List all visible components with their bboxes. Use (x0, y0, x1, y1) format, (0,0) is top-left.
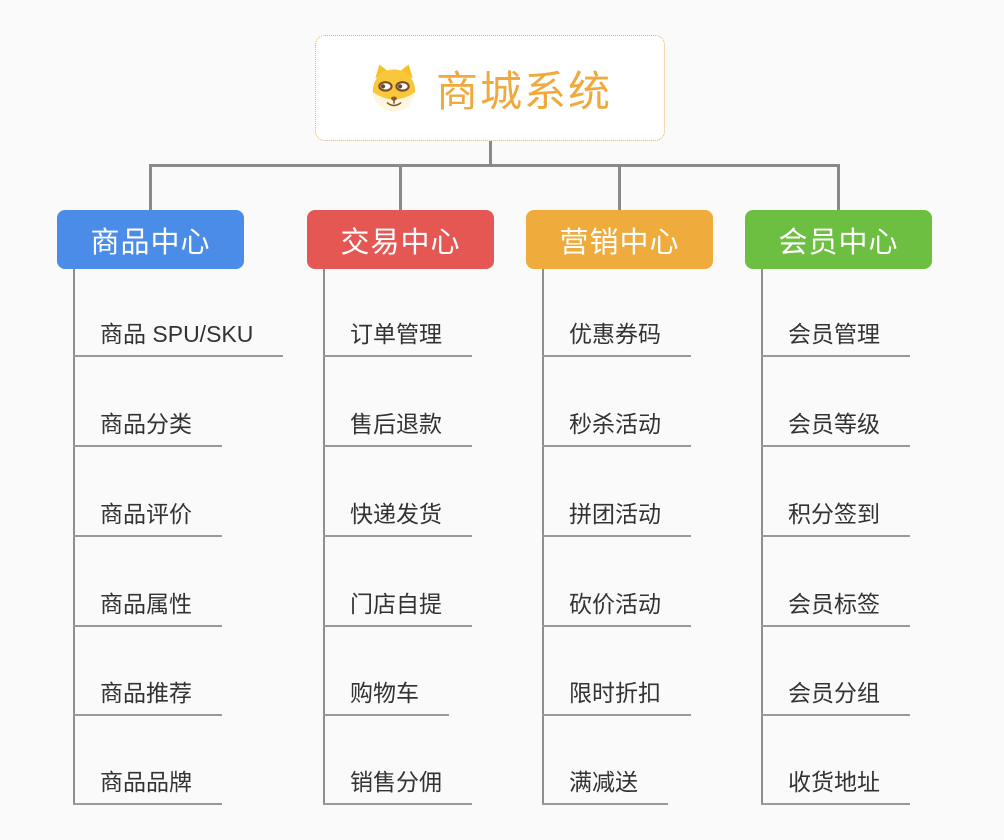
leaf-node[interactable]: 会员等级 (761, 409, 910, 447)
shiba-dog-icon (368, 62, 420, 114)
leaf-node[interactable]: 商品分类 (73, 409, 222, 447)
leaf-node[interactable]: 会员分组 (761, 678, 910, 716)
branch-header-product-center[interactable]: 商品中心 (57, 210, 244, 269)
leaf-node[interactable]: 商品评价 (73, 499, 222, 537)
branch-header-member-center[interactable]: 会员中心 (745, 210, 932, 269)
root-node[interactable]: 商城系统 (315, 35, 665, 141)
leaf-node[interactable]: 会员管理 (761, 319, 910, 357)
branch-trade-center: 交易中心 订单管理 售后退款 快递发货 门店自提 购物车 销售分佣 (307, 210, 567, 820)
branch-member-center: 会员中心 会员管理 会员等级 积分签到 会员标签 会员分组 收货地址 (745, 210, 1004, 820)
leaf-node[interactable]: 商品属性 (73, 589, 222, 627)
leaf-node[interactable]: 商品品牌 (73, 767, 222, 805)
connector-drop (149, 164, 152, 210)
branch-connector-line (323, 269, 325, 805)
leaf-node[interactable]: 订单管理 (323, 319, 472, 357)
root-title: 商城系统 (435, 67, 612, 115)
leaf-node[interactable]: 砍价活动 (542, 589, 691, 627)
leaf-node[interactable]: 快递发货 (323, 499, 472, 537)
branch-connector-line (542, 269, 544, 805)
leaf-node[interactable]: 满减送 (542, 767, 668, 805)
branch-connector-line (73, 269, 75, 805)
leaf-node[interactable]: 售后退款 (323, 409, 472, 447)
branch-product-center: 商品中心 商品 SPU/SKU 商品分类 商品评价 商品属性 商品推荐 商品品牌 (57, 210, 317, 820)
branch-connector-line (761, 269, 763, 805)
branch-header-trade-center[interactable]: 交易中心 (307, 210, 494, 269)
leaf-node[interactable]: 秒杀活动 (542, 409, 691, 447)
leaf-node[interactable]: 会员标签 (761, 589, 910, 627)
leaf-node[interactable]: 积分签到 (761, 499, 910, 537)
leaf-node[interactable]: 商品推荐 (73, 678, 222, 716)
leaf-node[interactable]: 限时折扣 (542, 678, 691, 716)
leaf-node[interactable]: 优惠券码 (542, 319, 691, 357)
connector-horizontal (149, 164, 840, 167)
leaf-node[interactable]: 销售分佣 (323, 767, 472, 805)
leaf-node[interactable]: 购物车 (323, 678, 449, 716)
leaf-node[interactable]: 收货地址 (761, 767, 910, 805)
connector-drop (837, 164, 840, 210)
connector-drop (618, 164, 621, 210)
leaf-node[interactable]: 商品 SPU/SKU (73, 319, 284, 357)
branch-marketing-center: 营销中心 优惠券码 秒杀活动 拼团活动 砍价活动 限时折扣 满减送 (526, 210, 786, 820)
connector-drop (399, 164, 402, 210)
leaf-node[interactable]: 拼团活动 (542, 499, 691, 537)
branch-header-marketing-center[interactable]: 营销中心 (526, 210, 713, 269)
connector-root-stub (489, 141, 492, 166)
leaf-node[interactable]: 门店自提 (323, 589, 472, 627)
